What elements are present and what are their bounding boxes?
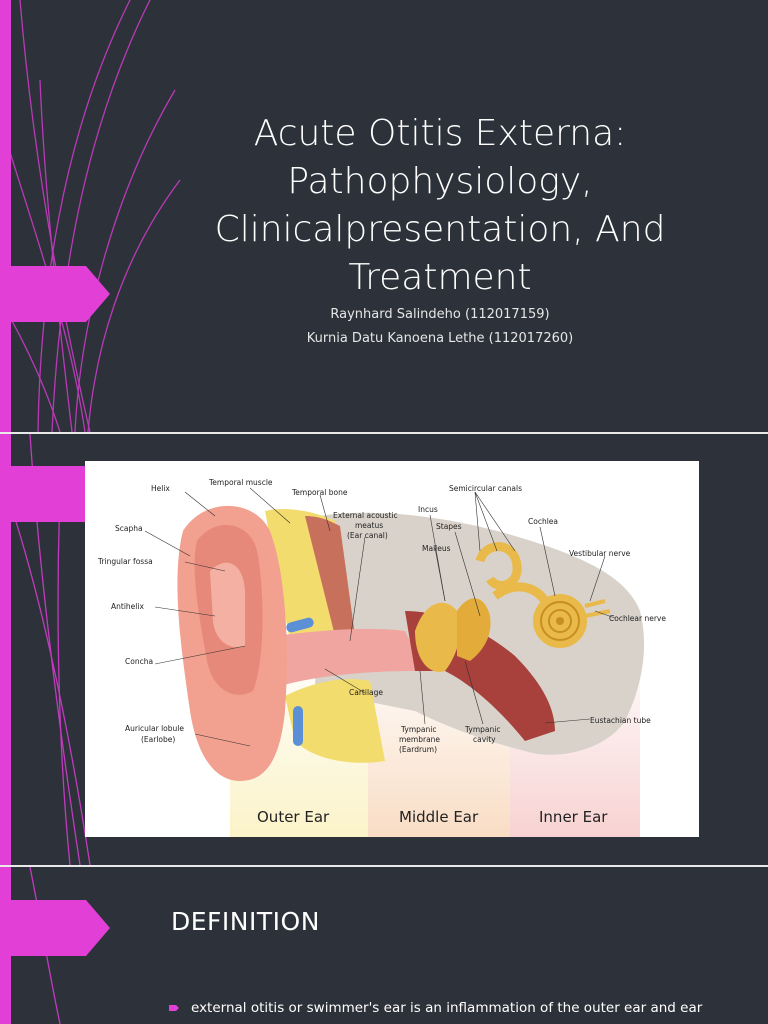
arrow-bullet-icon [169, 1005, 179, 1011]
label-incus: Incus [418, 505, 438, 514]
ear-anatomy-illustration: Helix Temporal muscle Temporal bone Exte… [85, 461, 699, 837]
label-temporal-bone: Temporal bone [291, 488, 348, 497]
label-antihelix: Antihelix [111, 602, 144, 611]
label-external-acoustic-1: External acoustic [333, 511, 398, 520]
label-tympanic-membrane-3: (Eardrum) [399, 745, 437, 754]
label-tympanic-membrane-2: membrane [399, 735, 440, 744]
label-cartilage: Cartilage [349, 688, 383, 697]
slide-divider [0, 432, 768, 434]
zone-inner-ear: Inner Ear [539, 808, 608, 826]
accent-bar [0, 0, 11, 432]
decorative-curves [0, 0, 181, 432]
label-helix: Helix [151, 484, 170, 493]
title-slide: Acute Otitis Externa: Pathophysiology, C… [0, 0, 768, 432]
slide-divider [0, 865, 768, 867]
bullet-text: external otitis or swimmer's ear is an i… [191, 1000, 703, 1016]
ear-anatomy-diagram: Helix Temporal muscle Temporal bone Exte… [85, 461, 699, 837]
accent-arrow [0, 900, 110, 956]
title-line-2: Pathophysiology, [287, 161, 593, 202]
title-line-4: Treatment [348, 257, 532, 298]
label-semicircular-canals: Semicircular canals [449, 484, 522, 493]
label-eustachian-tube: Eustachian tube [590, 716, 651, 725]
label-stapes: Stapes [436, 522, 462, 531]
zone-outer-ear: Outer Ear [257, 808, 330, 826]
title-line-3: Clinicalpresentation, And [214, 209, 666, 250]
label-cochlear-nerve: Cochlear nerve [609, 614, 666, 623]
author-2: Kurnia Datu Kanoena Lethe (112017260) [306, 331, 574, 346]
label-external-acoustic-3: (Ear canal) [347, 531, 388, 540]
label-auricular-lobule-1: Auricular lobule [125, 724, 184, 733]
author-1: Raynhard Salindeho (112017159) [330, 307, 550, 322]
accent-bar [0, 434, 11, 865]
label-vestibular-nerve: Vestibular nerve [569, 549, 631, 558]
label-tympanic-cavity-1: Tympanic [464, 725, 500, 734]
label-scapha: Scapha [115, 524, 143, 533]
label-tympanic-membrane-1: Tympanic [400, 725, 436, 734]
presentation-title: Acute Otitis Externa: Pathophysiology, C… [150, 110, 730, 302]
accent-arrow [0, 266, 110, 322]
title-line-1: Acute Otitis Externa: [253, 113, 627, 154]
label-triangular-fossa: Tringular fossa [97, 557, 153, 566]
label-auricular-lobule-2: (Earlobe) [141, 735, 175, 744]
label-external-acoustic-2: meatus [355, 521, 383, 530]
label-cochlea: Cochlea [528, 517, 558, 526]
label-malleus: Malleus [422, 544, 451, 553]
zone-middle-ear: Middle Ear [399, 808, 479, 826]
definition-slide: DEFINITION external otitis or swimmer's … [0, 867, 768, 1024]
ear-anatomy-slide: Helix Temporal muscle Temporal bone Exte… [0, 434, 768, 865]
label-temporal-muscle: Temporal muscle [208, 478, 273, 487]
label-concha: Concha [125, 657, 153, 666]
section-heading: DEFINITION [171, 907, 320, 936]
label-tympanic-cavity-2: cavity [473, 735, 496, 744]
authors: Raynhard Salindeho (112017159) Kurnia Da… [150, 303, 730, 351]
